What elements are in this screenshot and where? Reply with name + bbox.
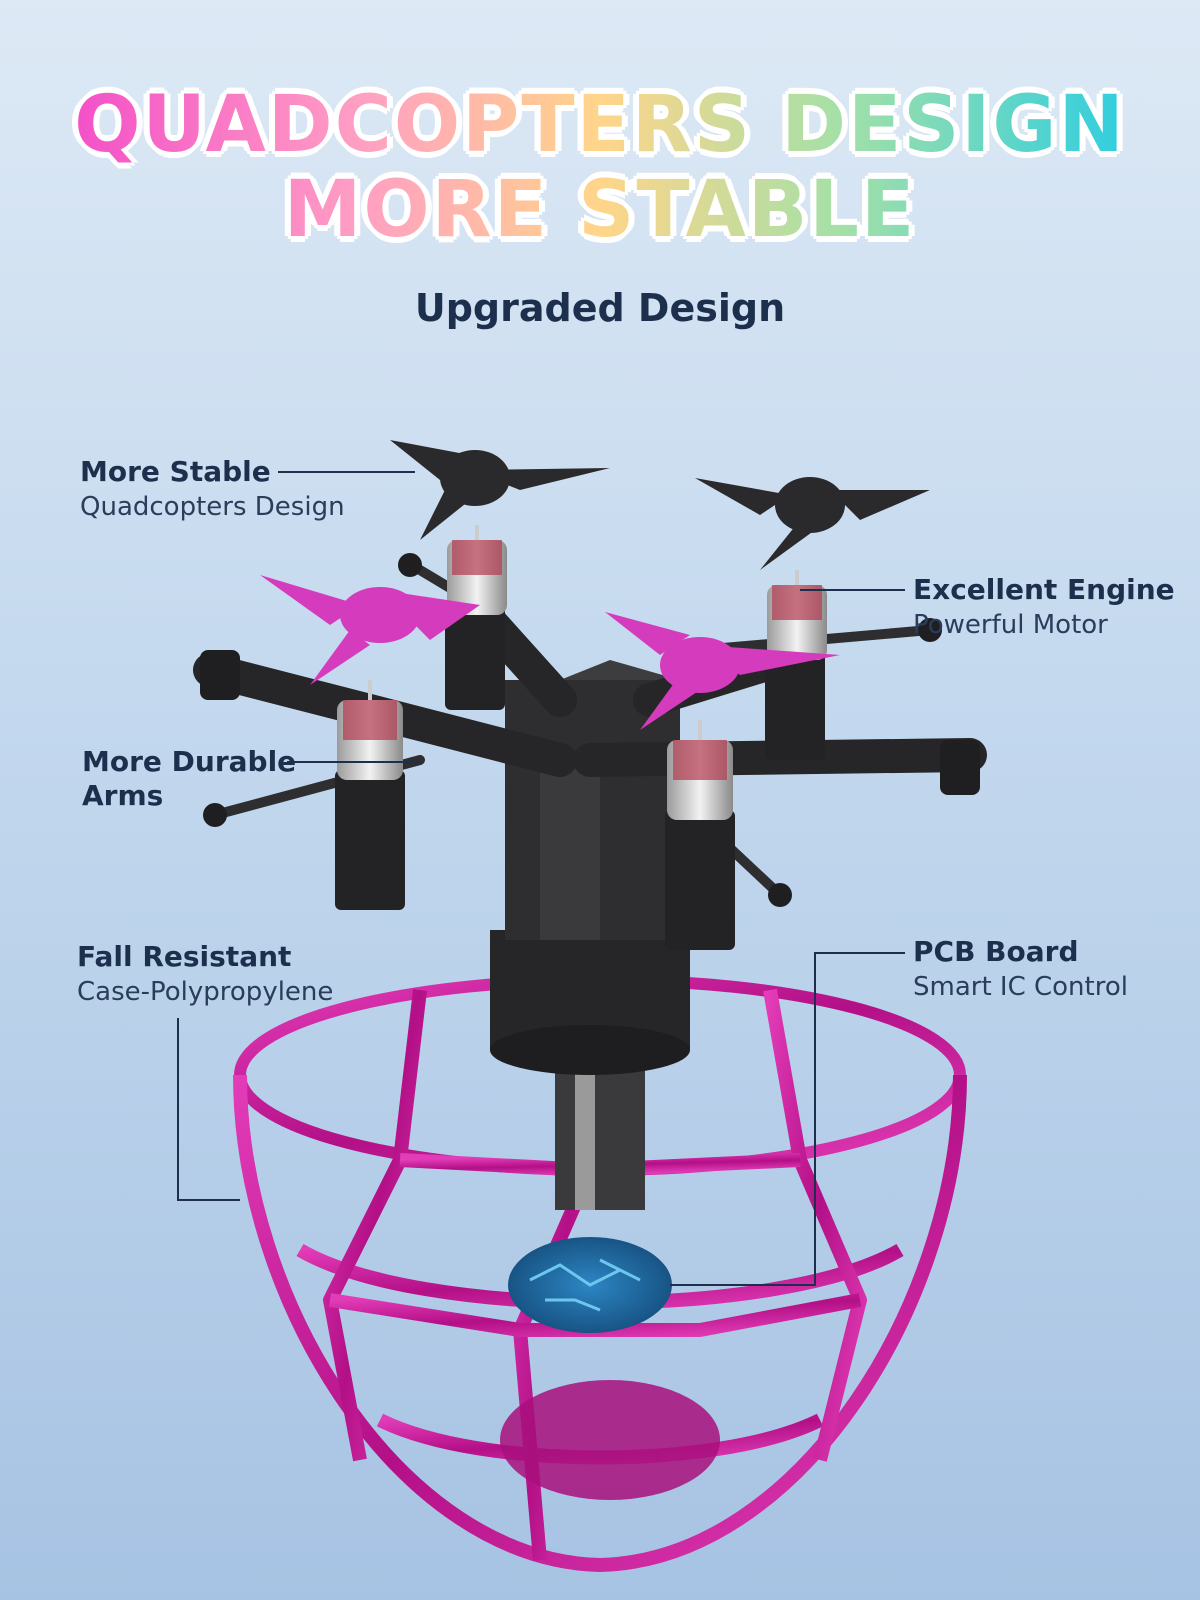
cage-base [500,1380,720,1500]
propeller-pink-right [605,612,840,730]
arm-ends [200,553,980,907]
propeller-pink-left [260,575,480,685]
callout-title: More Durable [82,745,297,778]
leader-fall [177,1018,240,1201]
callout-title: Fall Resistant [77,940,292,973]
motor-front-left [337,680,403,780]
callout-subtitle: Quadcopters Design [80,492,345,522]
callout-title: PCB Board [913,935,1079,968]
motor-front-right [667,720,733,820]
callout-more-durable-arms: More Durable Arms [82,745,296,813]
callout-subtitle: Smart IC Control [913,972,1128,1002]
motor-mounts [335,600,825,950]
leader-pcb [670,952,905,1286]
motor-back-left [447,525,507,615]
callout-subtitle: Case-Polypropylene [77,977,334,1007]
propeller-black-left [390,440,610,540]
callout-excellent-engine: Excellent Engine Powerful Motor [913,573,1175,643]
headline-line-2: MORE STABLE [0,165,1200,255]
callout-subtitle: Powerful Motor [913,610,1108,640]
callout-title: More Stable [80,455,271,488]
pcb-board [508,1237,672,1333]
headline-line-1: QUADCOPTERS DESIGN [0,80,1200,170]
callout-more-stable: More Stable Quadcopters Design [80,455,345,525]
propellers [260,440,930,730]
callout-fall-resistant: Fall Resistant Case-Polypropylene [77,940,333,1010]
leader-lines [177,471,905,1286]
callout-title: Excellent Engine [913,573,1175,606]
motor-back-right [767,570,827,660]
subtitle: Upgraded Design [414,286,786,330]
propeller-black-right [695,477,930,570]
motors [337,525,827,820]
callout-pcb-board: PCB Board Smart IC Control [913,935,1128,1005]
callout-title-line-2: Arms [82,779,164,812]
